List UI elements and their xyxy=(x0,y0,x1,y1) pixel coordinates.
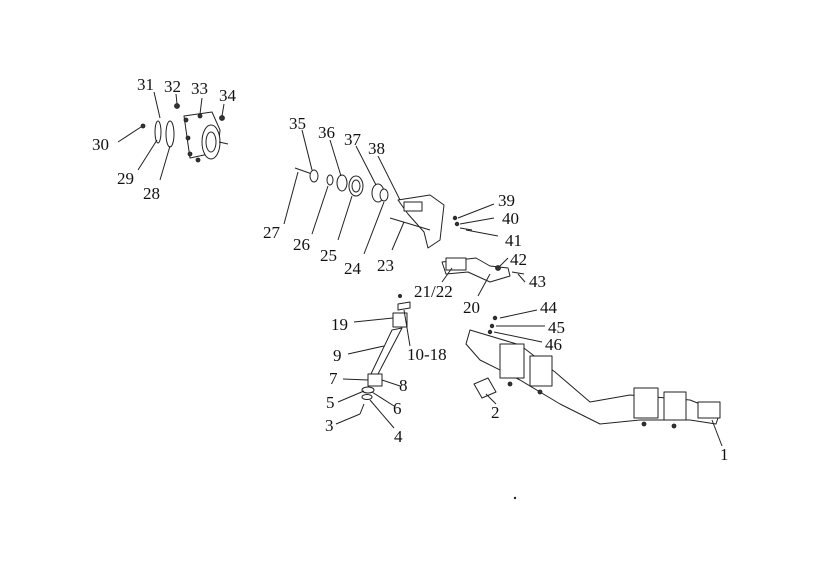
part-10-18-top-cap xyxy=(397,301,411,311)
label-7: 7 xyxy=(329,369,338,388)
part-26-nut xyxy=(309,169,319,183)
part-9-shaft xyxy=(369,327,403,377)
part-28-ring xyxy=(165,120,175,148)
label-8: 8 xyxy=(399,376,408,395)
leader-lines xyxy=(117,91,723,447)
label-41: 41 xyxy=(505,231,522,250)
label-35: 35 xyxy=(289,114,306,133)
part-3-pin xyxy=(359,403,365,415)
part-21-22-arm-block xyxy=(445,257,467,271)
label-23: 23 xyxy=(377,256,394,275)
part-35-washer xyxy=(326,174,334,186)
label-42: 42 xyxy=(510,250,527,269)
label-38: 38 xyxy=(368,139,385,158)
label-20: 20 xyxy=(463,298,480,317)
label-27: 27 xyxy=(263,223,281,242)
label-43: 43 xyxy=(529,272,546,291)
part-33-hub-face xyxy=(201,124,221,160)
label-9: 9 xyxy=(333,346,342,365)
label-40: 40 xyxy=(502,209,519,228)
part-29-seal xyxy=(154,120,162,144)
knuckle-spindle xyxy=(403,201,423,212)
part-4-nut xyxy=(361,394,373,400)
label-2: 2 xyxy=(491,403,500,422)
beam-bracket-right-b xyxy=(663,391,687,421)
beam-end-pad xyxy=(697,401,721,419)
part-43-pin xyxy=(511,271,525,275)
part-2-wedge xyxy=(473,377,497,399)
label-25: 25 xyxy=(320,246,337,265)
label-3: 3 xyxy=(325,416,334,435)
label-21-22: 21/22 xyxy=(414,282,453,301)
part-34-nut xyxy=(219,115,225,121)
label-26: 26 xyxy=(293,235,310,254)
part-32-stud xyxy=(174,103,180,109)
label-4: 4 xyxy=(394,427,403,446)
vertical-shaft-assembly xyxy=(359,293,411,415)
beam-bracket-mid xyxy=(529,355,553,387)
part-23-king-pin xyxy=(389,217,431,231)
label-5: 5 xyxy=(326,393,335,412)
label-44: 44 xyxy=(540,298,558,317)
label-6: 6 xyxy=(393,399,402,418)
part-36-bearing xyxy=(336,174,348,192)
label-33: 33 xyxy=(191,79,208,98)
part-6-washer xyxy=(361,386,375,394)
beam-bracket-right-a xyxy=(633,387,659,419)
part-27-cotter-pin xyxy=(294,167,313,175)
label-28: 28 xyxy=(143,184,160,203)
label-10-18: 10-18 xyxy=(407,345,447,364)
label-31: 31 xyxy=(137,75,154,94)
label-32: 32 xyxy=(164,77,181,96)
label-34: 34 xyxy=(219,86,237,105)
label-30: 30 xyxy=(92,135,109,154)
label-45: 45 xyxy=(548,318,565,337)
label-37: 37 xyxy=(344,130,362,149)
label-29: 29 xyxy=(117,169,134,188)
label-1: 1 xyxy=(720,445,729,464)
axle-beam-assembly xyxy=(465,315,721,500)
part-41-bolt xyxy=(459,227,473,231)
spindle-assembly xyxy=(294,167,525,283)
part-19-bushing xyxy=(392,312,408,328)
hub-assembly xyxy=(140,103,229,163)
label-46: 46 xyxy=(545,335,562,354)
part-30-bolt xyxy=(140,123,146,129)
label-24: 24 xyxy=(344,259,362,278)
label-39: 39 xyxy=(498,191,515,210)
part-24-ring xyxy=(379,188,389,202)
label-19: 19 xyxy=(331,315,348,334)
part-8-bushing xyxy=(367,373,383,387)
part-25-bearing xyxy=(348,175,364,197)
part-labels: 31 32 33 34 30 29 28 35 36 37 38 27 26 2… xyxy=(92,75,729,464)
beam-bracket-left xyxy=(499,343,525,379)
label-36: 36 xyxy=(318,123,335,142)
part-42-nut xyxy=(495,265,501,271)
